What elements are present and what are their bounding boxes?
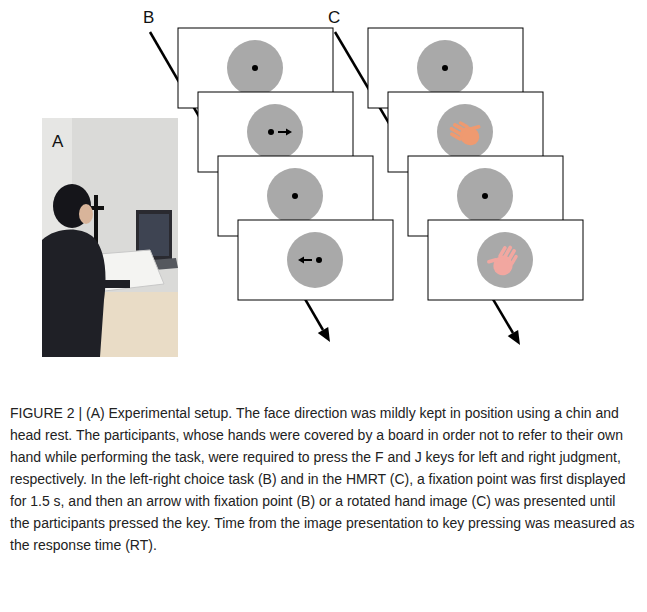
photo-laptop-display bbox=[139, 214, 169, 256]
screen bbox=[238, 220, 393, 300]
screen-sequence bbox=[178, 28, 393, 300]
direction-arrow bbox=[303, 259, 312, 261]
hand-thumb bbox=[487, 258, 499, 264]
fixation-point bbox=[316, 257, 322, 263]
gray-disc bbox=[437, 104, 493, 160]
fixation-point bbox=[268, 129, 274, 135]
screen-sequence bbox=[368, 28, 583, 300]
gray-disc bbox=[247, 104, 303, 160]
hand-image bbox=[484, 239, 522, 279]
photo-person-body bbox=[42, 230, 106, 357]
photo-person-face bbox=[79, 204, 93, 224]
gray-disc bbox=[477, 232, 533, 288]
gray-disc bbox=[417, 40, 473, 96]
gray-disc bbox=[227, 40, 283, 96]
setup-photo bbox=[42, 118, 178, 357]
photo-wall bbox=[42, 118, 178, 357]
hand-finger bbox=[458, 121, 469, 129]
direction-arrow-head bbox=[286, 129, 292, 136]
photo-person-arm bbox=[94, 280, 130, 288]
hand-thumb bbox=[469, 125, 481, 131]
figure-caption: FIGURE 2 | (A) Experimental setup. The f… bbox=[10, 402, 636, 556]
fixation-point bbox=[442, 65, 448, 71]
screen bbox=[428, 220, 583, 300]
fixation-point bbox=[292, 193, 298, 199]
fixation-point bbox=[252, 65, 258, 71]
direction-arrow bbox=[278, 131, 287, 133]
panel-letter: B bbox=[141, 8, 156, 27]
time-arrow-head bbox=[318, 327, 330, 342]
panel-letter: A bbox=[50, 132, 65, 151]
panel-letter: C bbox=[326, 8, 342, 27]
fixation-point bbox=[482, 193, 488, 199]
time-arrow-head bbox=[508, 330, 520, 345]
gray-disc bbox=[287, 232, 343, 288]
hand-image bbox=[447, 112, 486, 148]
gray-disc bbox=[267, 168, 323, 224]
direction-arrow-head bbox=[298, 257, 304, 264]
gray-disc bbox=[457, 168, 513, 224]
hand-finger bbox=[510, 254, 518, 265]
